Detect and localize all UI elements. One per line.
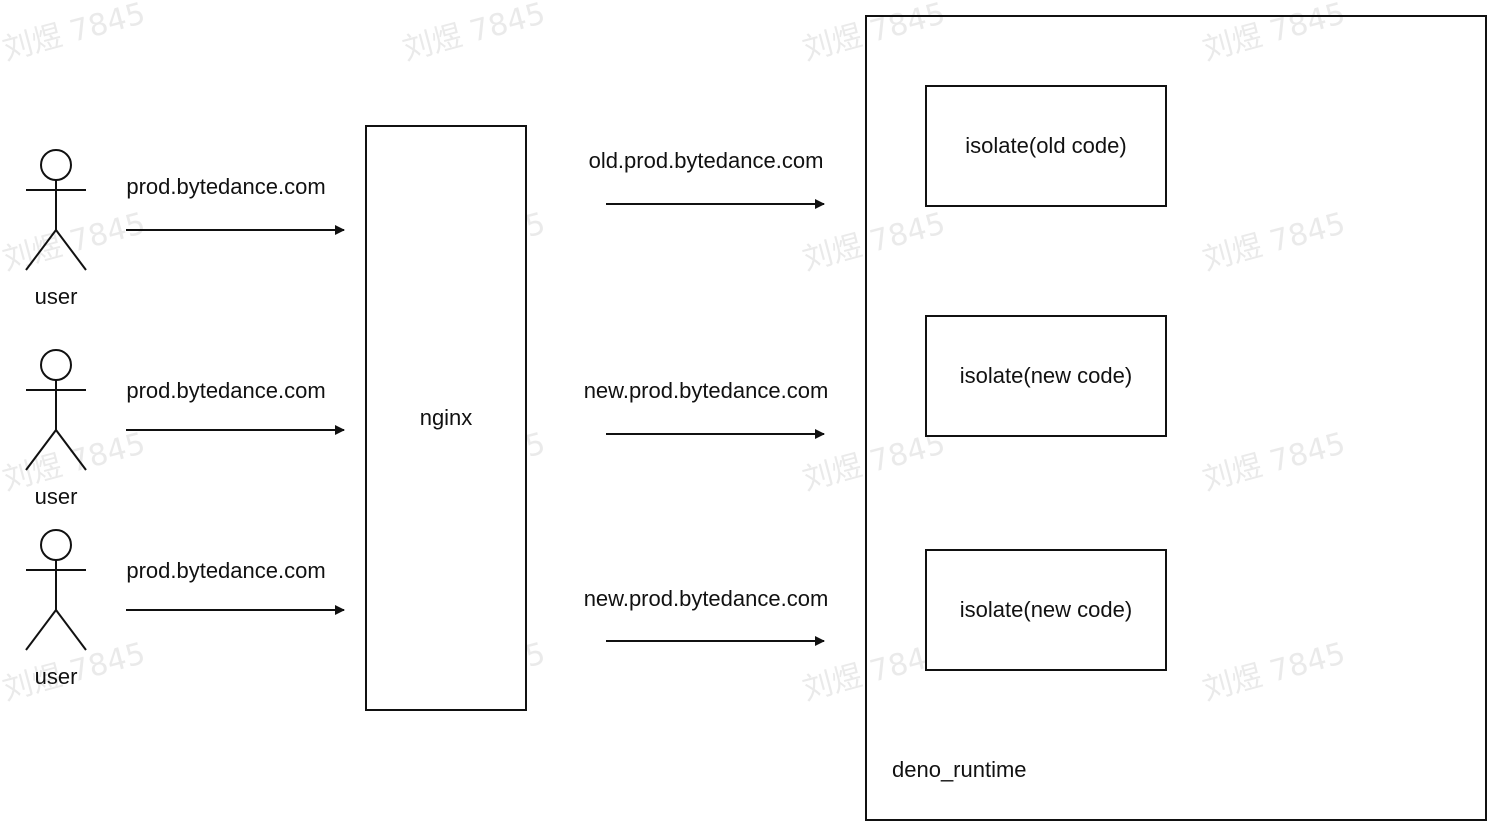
user-route-2: prod.bytedance.com xyxy=(126,378,345,435)
watermark-text: 刘煜 7845 xyxy=(0,206,149,278)
user-label: user xyxy=(35,484,78,509)
watermark-text: 刘煜 7845 xyxy=(0,0,149,68)
isolate-box xyxy=(925,549,1167,671)
user-label: user xyxy=(35,284,78,309)
isolate-node-3: isolate(new code) xyxy=(925,549,1167,671)
upstream-route-2: new.prod.bytedance.com xyxy=(584,378,829,439)
nginx-label: nginx xyxy=(420,405,473,430)
isolate-label: isolate(new code) xyxy=(960,597,1132,622)
isolate-label: isolate(old code) xyxy=(965,133,1126,158)
deno-runtime-label: deno_runtime xyxy=(892,757,1027,782)
deno-runtime-box xyxy=(865,15,1487,821)
isolate-node-2: isolate(new code) xyxy=(925,315,1167,437)
stick-figure-icon xyxy=(25,149,87,271)
watermark-text: 刘煜 7845 xyxy=(399,0,549,68)
watermark-text: 刘煜 7845 xyxy=(799,206,949,278)
user-actor-2: user xyxy=(25,349,87,509)
nginx-box xyxy=(365,125,527,711)
route-label: prod.bytedance.com xyxy=(126,174,325,199)
watermark-text: 刘煜 7845 xyxy=(1199,636,1349,708)
upstream-label: old.prod.bytedance.com xyxy=(589,148,824,173)
isolate-node-1: isolate(old code) xyxy=(925,85,1167,207)
user-route-1: prod.bytedance.com xyxy=(126,174,345,235)
upstream-label: new.prod.bytedance.com xyxy=(584,586,829,611)
watermark-text: 刘煜 7845 xyxy=(1199,0,1349,68)
user-actor-1: user xyxy=(25,149,87,309)
upstream-route-3: new.prod.bytedance.com xyxy=(584,586,829,646)
route-label: prod.bytedance.com xyxy=(126,558,325,583)
upstream-route-1: old.prod.bytedance.com xyxy=(589,148,825,209)
user-route-3: prod.bytedance.com xyxy=(126,558,345,615)
route-label: prod.bytedance.com xyxy=(126,378,325,403)
isolate-box xyxy=(925,315,1167,437)
user-actor-3: user xyxy=(25,529,87,689)
stick-figure-icon xyxy=(25,529,87,651)
upstream-label: new.prod.bytedance.com xyxy=(584,378,829,403)
isolate-label: isolate(new code) xyxy=(960,363,1132,388)
nginx-node: nginx xyxy=(365,125,527,711)
watermark-text: 刘煜 7845 xyxy=(1199,206,1349,278)
watermark-text: 刘煜 7845 xyxy=(799,0,949,68)
user-label: user xyxy=(35,664,78,689)
stick-figure-icon xyxy=(25,349,87,471)
watermark-text: 刘煜 7845 xyxy=(1199,426,1349,498)
deno-runtime-node: deno_runtime isolate(old code) isolate(n… xyxy=(865,15,1487,821)
isolate-box xyxy=(925,85,1167,207)
